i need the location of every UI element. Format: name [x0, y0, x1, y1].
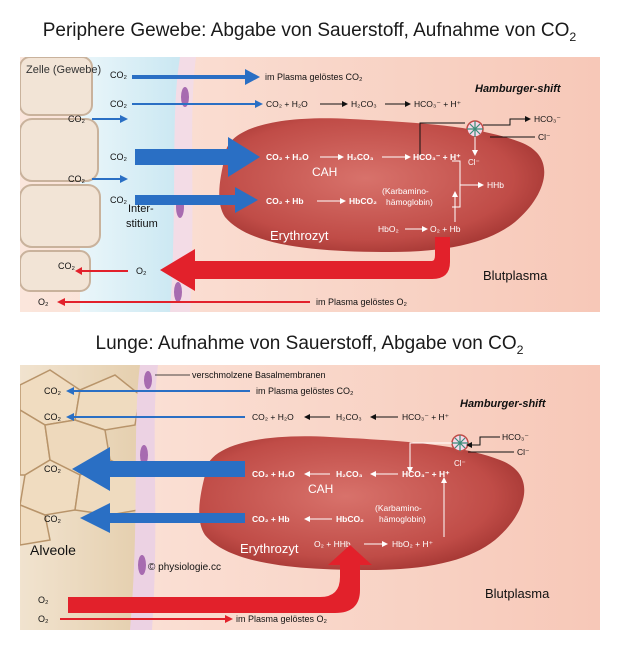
arrow-o2-uptake [68, 545, 372, 613]
arrow-dissolved-co2 [132, 69, 260, 85]
cah-label: CAH [312, 165, 337, 179]
rbc-eq-hco3-h: HCO₃⁻ + H⁺ [413, 152, 461, 162]
erythrocyte [219, 118, 545, 252]
interstitium-label-1: Inter- [128, 203, 154, 215]
eq-hbo2-h: HbO₂ + H⁺ [392, 539, 434, 549]
endothelial-nucleus [138, 555, 146, 575]
heading-lung: Lunge: Aufnahme von Sauerstoff, Abgabe v… [95, 333, 524, 357]
arrow-co2-carbamino [80, 503, 245, 533]
alveole-label: Alveole [30, 542, 76, 558]
eq-hbco2: HbCO₂ [336, 514, 364, 524]
cl-in-label: Cl⁻ [454, 459, 466, 468]
co2-label: CO₂ [68, 114, 86, 124]
alveolar-tissue [20, 365, 141, 630]
co2-label: CO₂ [110, 70, 128, 80]
eq-co2-h2o: CO₂ + H₂O [266, 99, 308, 109]
o2-label: O₂ [136, 266, 147, 276]
cell-label: Zelle (Gewebe) [26, 64, 101, 76]
eq-hbo2: HbO₂ [378, 224, 399, 234]
carbamino-label-2: hämoglobin) [386, 197, 433, 207]
interstitium-label-2: stitium [126, 218, 158, 230]
eq-co2-hb: CO₂ + Hb [266, 196, 304, 206]
arrow-o2-release [160, 237, 450, 291]
carbamino-label-1: (Karbamino- [375, 503, 422, 513]
eq-h2co3: H₂CO₃ [351, 99, 377, 109]
endothelial-nucleus [144, 371, 152, 389]
cl-out-label: Cl⁻ [517, 447, 530, 457]
cl-in-label: Cl⁻ [468, 158, 480, 167]
hamburger-shift-label: Hamburger-shift [460, 398, 547, 410]
panel-lung: verschmolzene Basalmembranen CO₂ im Plas… [20, 365, 600, 630]
arrow-co2-into-rbc [135, 137, 260, 177]
panel-peripheral-tissue: Zelle (Gewebe) CO₂ im Plasma gelöstes CO… [20, 57, 600, 312]
carbamino-label-1: (Karbamino- [382, 186, 429, 196]
rbc-eq-hco3-h: HCO₃⁻ + H⁺ [402, 469, 450, 479]
co2-label: CO₂ [110, 195, 128, 205]
o2-label: O₂ [38, 595, 49, 605]
tissue-cells [20, 57, 101, 292]
cl-out-label: Cl⁻ [538, 132, 551, 142]
hhb-label: HHb [487, 180, 504, 190]
membrane-label: verschmolzene Basalmembranen [192, 370, 326, 380]
erythrocyte-label: Erythrozyt [240, 541, 299, 556]
co2-label: CO₂ [110, 99, 128, 109]
o2-label: O₂ [38, 297, 49, 307]
eq-h2co3: H₂CO₃ [336, 412, 362, 422]
label-dissolved-co2: im Plasma gelöstes CO₂ [265, 72, 363, 82]
co2-label: CO₂ [44, 412, 62, 422]
rbc-eq-h2co3: H₂CO₃ [347, 152, 374, 162]
hco3-out-label: HCO₃⁻ [502, 432, 529, 442]
arrow-co2-carbamino [135, 187, 258, 213]
eq-hco3-h: HCO₃⁻ + H⁺ [402, 412, 450, 422]
erythrocyte [199, 436, 525, 570]
co2-label: CO₂ [44, 464, 62, 474]
rbc-eq-co2-h2o: CO₂ + H₂O [266, 152, 309, 162]
blood-plasma-label: Blutplasma [485, 586, 550, 601]
basement-membrane [130, 365, 158, 630]
eq-o2-hb: O₂ + Hb [430, 224, 461, 234]
hamburger-shift-label: Hamburger-shift [475, 83, 562, 95]
cah-label: CAH [308, 482, 333, 496]
co2-label: CO₂ [44, 514, 62, 524]
heading-peripheral-tissue: Periphere Gewebe: Abgabe von Sauerstoff,… [42, 20, 577, 44]
co2-label: CO₂ [58, 261, 76, 271]
carbamino-label-2: hämoglobin) [379, 514, 426, 524]
co2-label: CO₂ [68, 174, 86, 184]
endothelial-nucleus [140, 445, 148, 465]
arrow-co2-out-of-rbc [72, 447, 245, 491]
endothelial-nucleus [174, 282, 182, 302]
co2-label: CO₂ [44, 386, 62, 396]
eq-co2-h2o: CO₂ + H₂O [252, 412, 294, 422]
label-dissolved-o2: im Plasma gelöstes O₂ [236, 614, 328, 624]
label-dissolved-o2: im Plasma gelöstes O₂ [316, 297, 408, 307]
rbc-eq-h2co3: H₂CO₃ [336, 469, 363, 479]
eq-hbco2: HbCO₂ [349, 196, 377, 206]
hco3-out-label: HCO₃⁻ [534, 114, 561, 124]
rbc-eq-co2-h2o: CO₂ + H₂O [252, 469, 295, 479]
eq-hco3-h: HCO₃⁻ + H⁺ [414, 99, 462, 109]
co2-label: CO₂ [110, 152, 128, 162]
blood-plasma-label: Blutplasma [483, 268, 548, 283]
eq-co2-hb: CO₂ + Hb [252, 514, 290, 524]
eq-o2-hhb: O₂ + HHb [314, 539, 351, 549]
endothelial-nucleus [181, 87, 189, 107]
o2-label: O₂ [38, 614, 49, 624]
capillary-wall [170, 57, 196, 312]
erythrocyte-label: Erythrozyt [270, 228, 329, 243]
copyright-label: © physiologie.cc [148, 562, 221, 573]
label-dissolved-co2: im Plasma gelöstes CO₂ [256, 386, 354, 396]
